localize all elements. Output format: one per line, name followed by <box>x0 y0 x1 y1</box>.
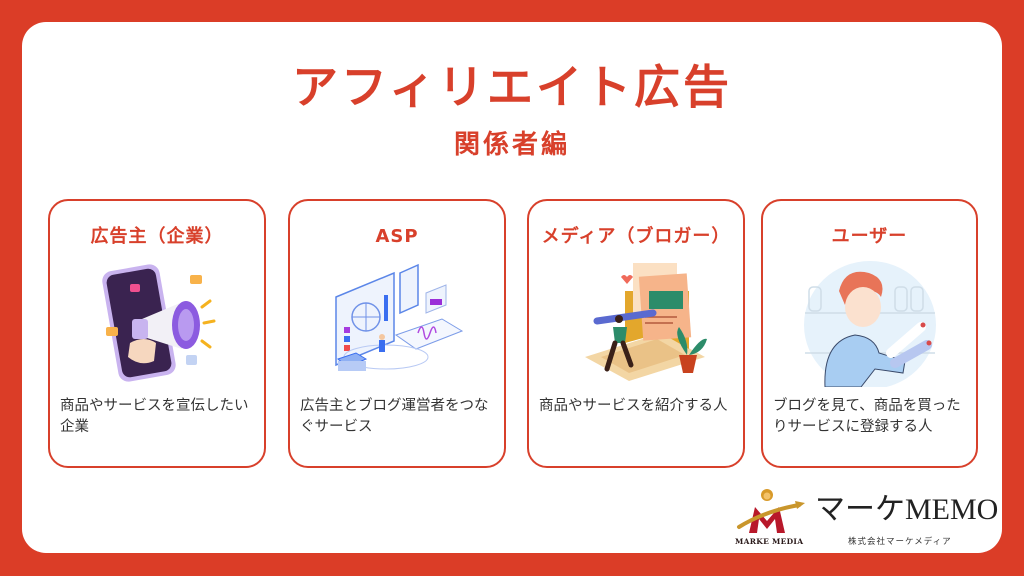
logo-mark-caption: MARKE MEDIA <box>735 537 804 546</box>
blogger-laptop-icon <box>585 263 707 381</box>
card-description: ブログを見て、商品を買ったりサービスに登録する人 <box>773 398 961 435</box>
card-title: メディア（ブロガー） <box>541 226 731 247</box>
card-title: ユーザー <box>831 226 908 247</box>
shopper-user-icon <box>803 261 936 387</box>
marke-media-logo-icon <box>737 489 805 533</box>
megaphone-phone-icon <box>102 264 216 382</box>
card-advertiser: 広告主（企業） 商品やサービスを宣伝したい企業 <box>48 199 266 468</box>
card-user: ユーザー ブログを見て、商品を買ったりサービスに登録する人 <box>761 199 978 468</box>
card-asp: ASP 広告主とブログ運営者をつなぐサービス <box>288 199 506 468</box>
network-dashboard-icon <box>335 263 464 371</box>
card-description: 商品やサービスを宣伝したい企業 <box>60 398 249 435</box>
logo-brand-name: マーケMEMO <box>815 493 999 526</box>
card-media: メディア（ブロガー） 商品やサービスを紹介する人 <box>527 199 745 468</box>
logo-company-name: 株式会社マーケメディア <box>848 537 952 547</box>
page-subtitle: 関係者編 <box>453 130 570 160</box>
card-title: ASP <box>375 226 419 247</box>
card-description: 商品やサービスを紹介する人 <box>539 398 728 414</box>
card-description: 広告主とブログ運営者をつなぐサービス <box>300 398 489 435</box>
page-title: アフィリエイト広告 <box>291 60 733 114</box>
brand-logo: MARKE MEDIA マーケMEMO 株式会社マーケメディア <box>735 487 999 549</box>
card-title: 広告主（企業） <box>90 226 224 247</box>
